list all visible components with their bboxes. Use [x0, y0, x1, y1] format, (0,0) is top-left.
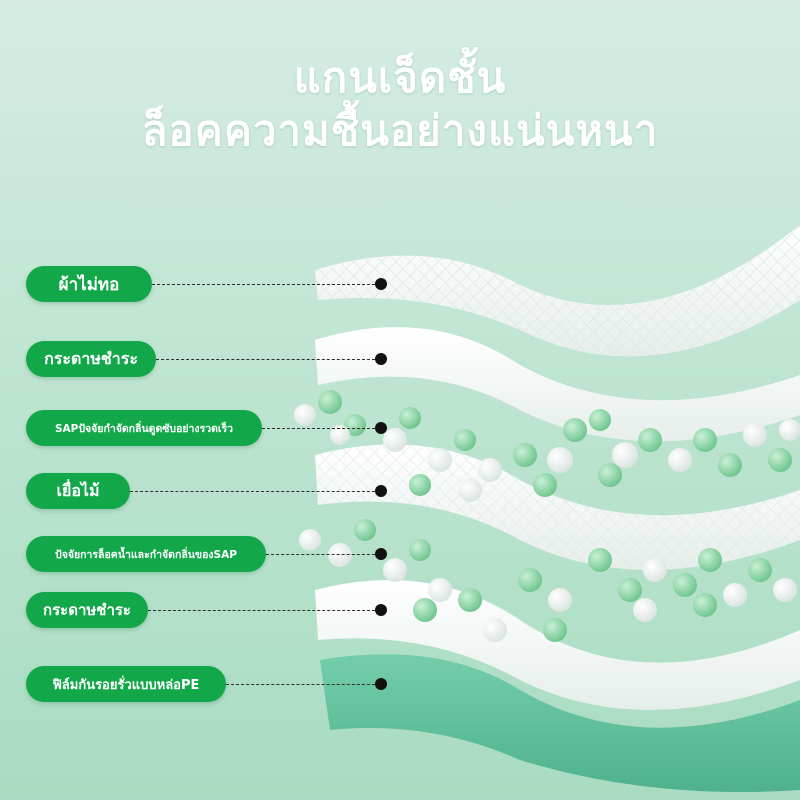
layer-label-pe-film: ฟิล์มกันรอยรั่วแบบหล่อPE [26, 666, 226, 702]
layer-label-text: ฟิล์มกันรอยรั่วแบบหล่อPE [52, 677, 200, 693]
leader-line [262, 428, 380, 429]
headline-line-1: แกนเจ็ดชั้น [293, 53, 507, 102]
layer-label-sap-lock: ปัจจัยการล็อคน้ำและกำจัดกลิ่นของSAP [26, 536, 266, 572]
layer-label-text: เยื่อไม้ [56, 480, 100, 500]
layer-label-wood-pulp: เยื่อไม้ [26, 473, 130, 509]
layer-marker-dot [375, 278, 387, 290]
layer-marker-dot [375, 548, 387, 560]
headline-line-2: ล็อคความชื้นอย่างแน่นหนา [141, 106, 659, 156]
layer-label-text: กระดาษชำระ [44, 348, 138, 368]
leader-line [266, 554, 380, 555]
layer-label-text: ปัจจัยการล็อคน้ำและกำจัดกลิ่นของSAP [55, 548, 237, 561]
tissue-layer-top [315, 327, 800, 442]
layer-label-text: SAPปัจจัยกำจัดกลิ่นดูดซับอย่างรวดเร็ว [54, 422, 234, 435]
pe-film-layer [320, 654, 800, 792]
layer-label-tissue-bottom: กระดาษชำระ [26, 592, 148, 628]
leader-line [130, 491, 380, 492]
sap-beads-upper [294, 390, 800, 502]
leader-line [226, 684, 380, 685]
layer-label-text: กระดาษชำระ [43, 601, 131, 619]
layer-marker-dot [375, 678, 387, 690]
layer-marker-dot [375, 422, 387, 434]
layer-label-sap-deodorant: SAPปัจจัยกำจัดกลิ่นดูดซับอย่างรวดเร็ว [26, 410, 262, 446]
leader-line [148, 610, 380, 611]
headline: แกนเจ็ดชั้น ล็อคความชื้นอย่างแน่นหนา [0, 52, 800, 156]
layer-marker-dot [375, 353, 387, 365]
layer-label-non-woven: ผ้าไม่ทอ [26, 266, 152, 302]
layer-marker-dot [375, 604, 387, 616]
layer-label-tissue-top: กระดาษชำระ [26, 341, 156, 377]
leader-line [152, 284, 380, 285]
sap-beads-lower [299, 519, 797, 642]
layer-label-text: ผ้าไม่ทอ [58, 274, 120, 295]
layer-marker-dot [375, 485, 387, 497]
leader-line [156, 359, 380, 360]
